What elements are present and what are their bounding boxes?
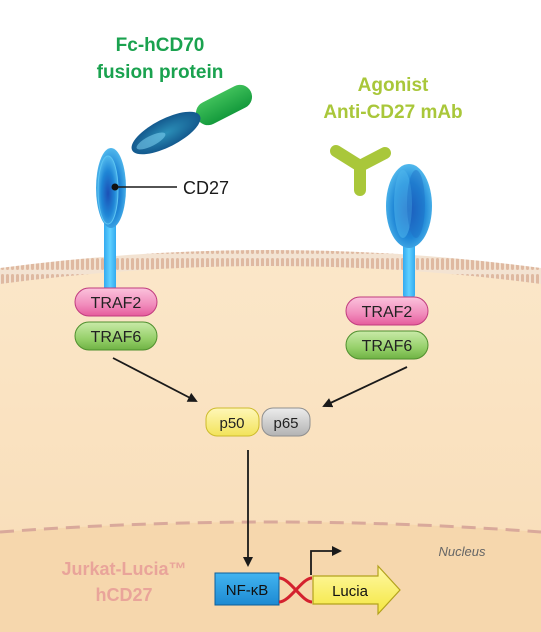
nucleus-label: Nucleus xyxy=(439,544,486,559)
ligand-title-line2: fusion protein xyxy=(97,62,224,83)
agonist-title-line1: Agonist xyxy=(358,75,429,96)
traf6-left-label: TRAF6 xyxy=(91,329,142,346)
cd27-receptor-right xyxy=(386,164,432,298)
traf6-left xyxy=(74,321,158,351)
p50-subunit xyxy=(205,407,260,437)
cell-line-line1: Jurkat-Lucia™ xyxy=(61,559,186,579)
traf6-right-label: TRAF6 xyxy=(362,338,413,355)
p65-subunit xyxy=(261,407,311,437)
traf2-left-label: TRAF2 xyxy=(91,295,142,312)
cell-line-line2: hCD27 xyxy=(95,585,152,605)
traf6-right xyxy=(345,330,429,360)
agonist-title-line2: Anti-CD27 mAb xyxy=(323,102,462,123)
nfkb-promoter xyxy=(214,572,280,606)
lucia-label: Lucia xyxy=(332,583,369,600)
transcription-start-arrow xyxy=(310,546,342,575)
anti-cd27-mab xyxy=(330,145,391,196)
p50-label: p50 xyxy=(219,415,244,432)
traf2-right xyxy=(345,296,429,326)
nfkb-label: NF-κB xyxy=(226,582,269,599)
p65-label: p65 xyxy=(273,415,298,432)
lucia-reporter-gene xyxy=(312,564,401,616)
fc-hcd70-fusion-protein xyxy=(131,84,253,155)
ligand-title-line1: Fc-hCD70 xyxy=(116,35,205,56)
arrow-right-to-nfkb xyxy=(322,366,408,408)
cd27-pointer-dot xyxy=(111,183,119,191)
arrow-left-to-nfkb xyxy=(112,357,198,402)
cd27-receptor-left xyxy=(96,148,177,296)
dna-twist xyxy=(278,576,313,604)
traf2-left xyxy=(74,287,158,317)
traf2-right-label: TRAF2 xyxy=(362,304,413,321)
cd27-label: CD27 xyxy=(183,178,229,198)
nuclear-envelope xyxy=(0,520,541,534)
